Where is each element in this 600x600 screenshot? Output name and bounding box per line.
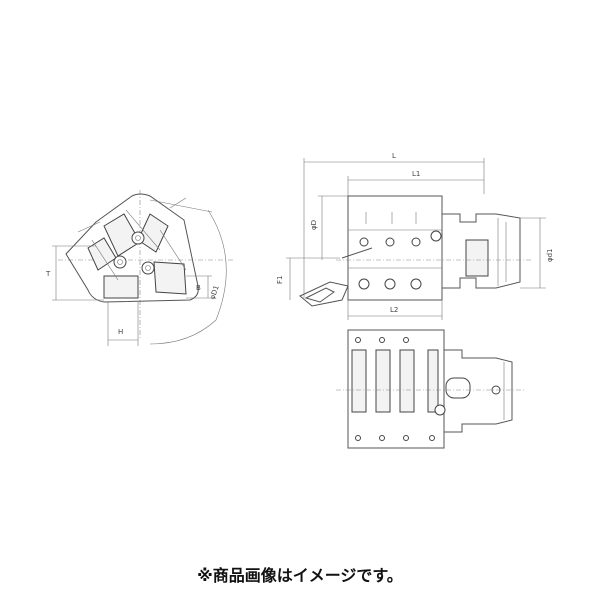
dim-t-label: T [45, 270, 51, 278]
product-image-disclaimer: ※商品画像はイメージです。 [197, 566, 403, 585]
dim-l1-label: L1 [412, 170, 420, 178]
front-view: T B H φD1 [45, 190, 235, 346]
dim-phi-d1-label: φD1 [208, 284, 220, 300]
side-view: L L1 [276, 152, 554, 320]
screw-holes-row [358, 230, 442, 290]
dim-b-label: B [196, 284, 201, 292]
dim-l2-label: L2 [390, 306, 398, 314]
top-view [336, 329, 524, 449]
dim-phi-d-label: φD [310, 220, 318, 230]
dim-l-label: L [392, 152, 396, 160]
dim-f1-label: F1 [276, 276, 284, 284]
dim-phi-d1-side-label: φd1 [546, 248, 554, 262]
dim-h-label: H [118, 328, 123, 336]
